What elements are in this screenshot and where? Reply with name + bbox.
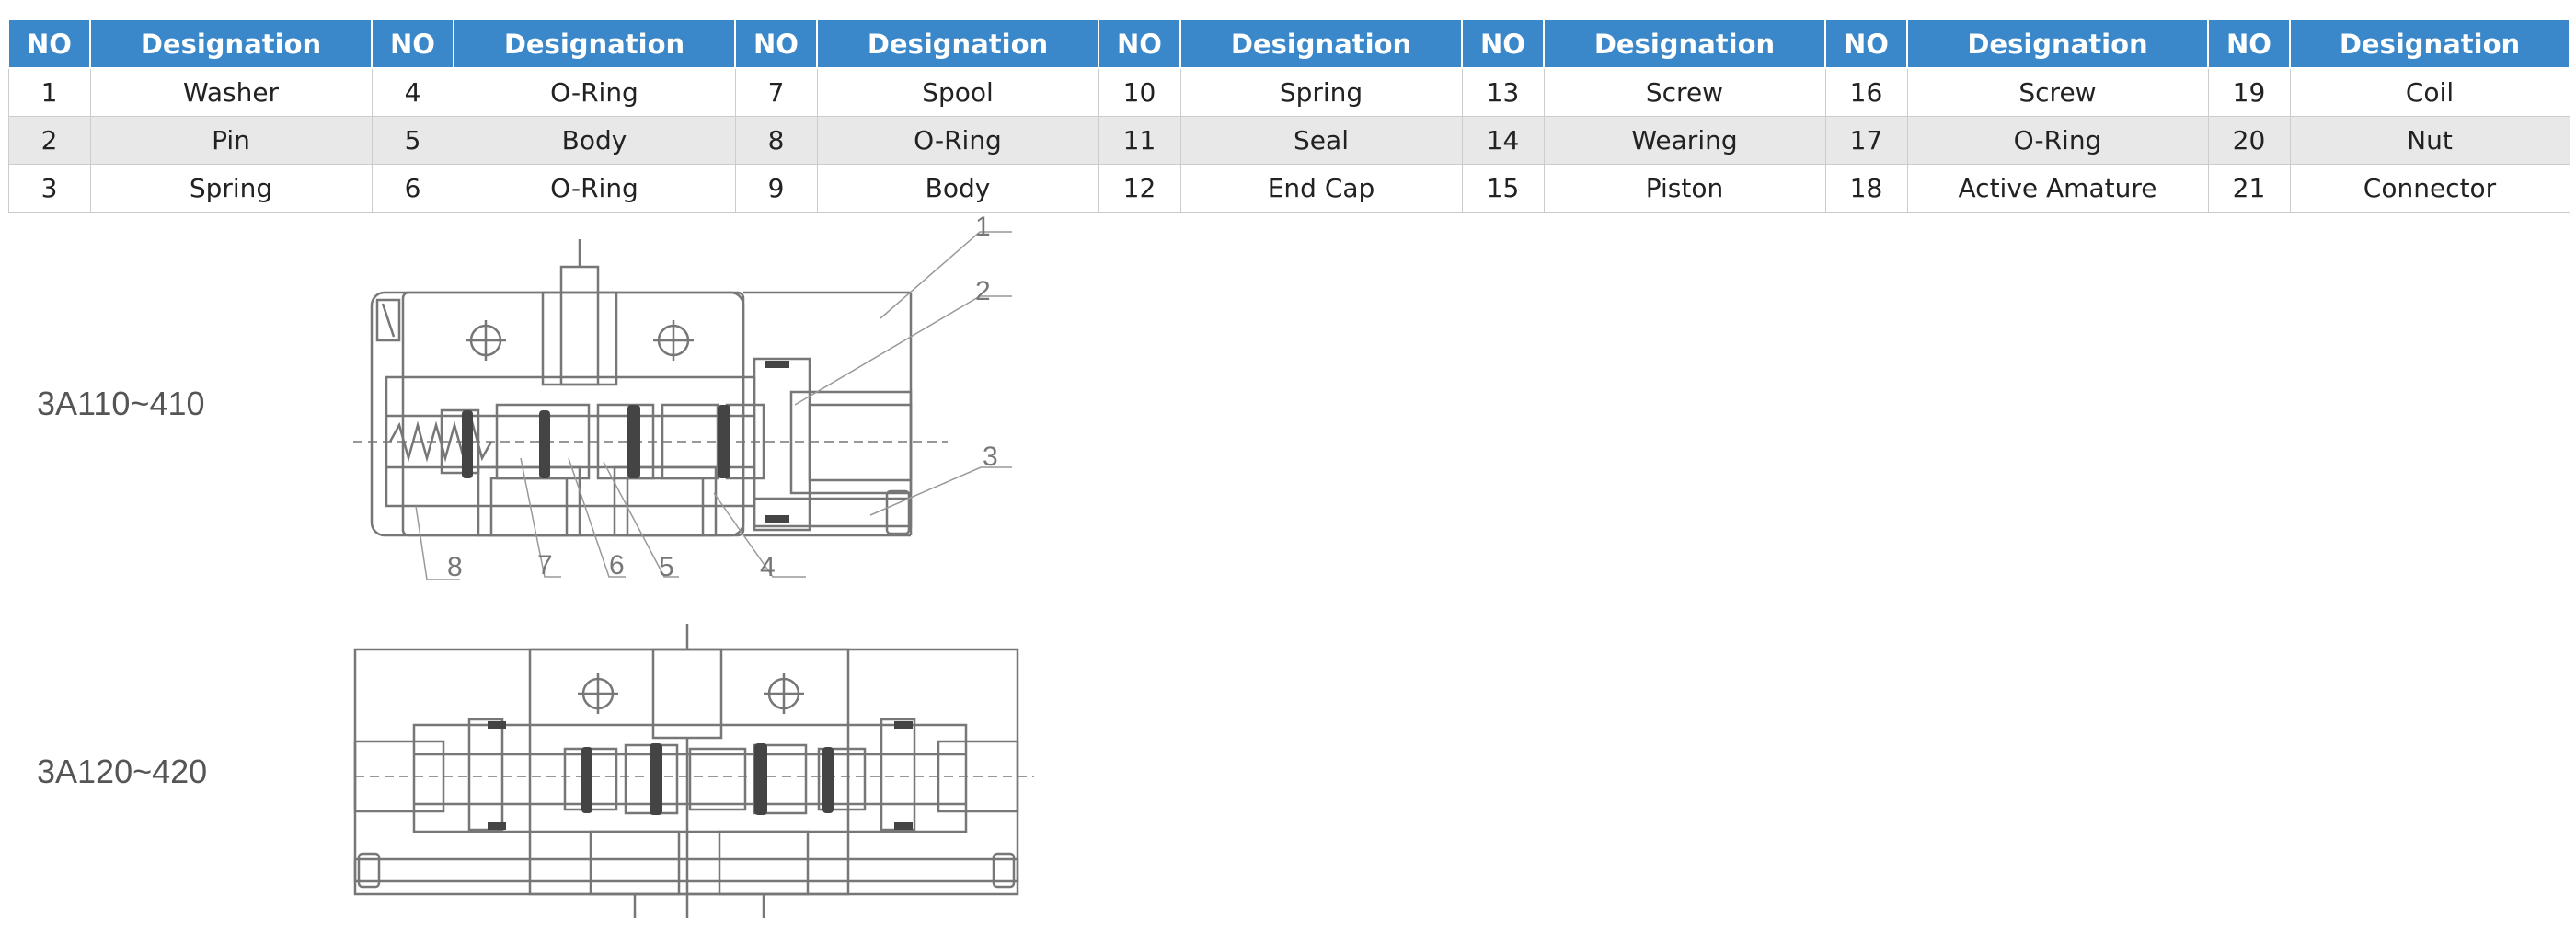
table-cell: Pin bbox=[89, 116, 373, 165]
table-cell: O-Ring bbox=[816, 116, 1099, 165]
table-cell: 8 bbox=[734, 116, 818, 165]
table-row: 3 Spring 6 O-Ring 9 Body 12 End Cap 15 P… bbox=[7, 164, 2570, 213]
table-cell: Spring bbox=[1179, 67, 1463, 117]
model-label-3a110: 3A110~410 bbox=[37, 385, 205, 422]
table-cell: Washer bbox=[89, 67, 373, 117]
table-cell: Piston bbox=[1543, 164, 1826, 213]
header-designation: Designation bbox=[89, 18, 373, 69]
valve-drawing-3a120 bbox=[353, 624, 1034, 918]
table-cell: Coil bbox=[2289, 67, 2570, 117]
table-cell: 9 bbox=[734, 164, 818, 213]
table-cell: 19 bbox=[2207, 67, 2291, 117]
header-no: NO bbox=[1098, 18, 1181, 69]
table-cell: 4 bbox=[371, 67, 454, 117]
table-cell: 11 bbox=[1098, 116, 1181, 165]
table-cell: 1 bbox=[7, 67, 91, 117]
callout-5: 5 bbox=[659, 552, 674, 580]
table-cell: 3 bbox=[7, 164, 91, 213]
table-row: 1 Washer 4 O-Ring 7 Spool 10 Spring 13 S… bbox=[7, 67, 2570, 117]
table-cell: 10 bbox=[1098, 67, 1181, 117]
parts-table: NO Designation NO Designation NO Designa… bbox=[7, 18, 2570, 213]
table-cell: 6 bbox=[371, 164, 454, 213]
table-cell: Nut bbox=[2289, 116, 2570, 165]
valve-drawing-3a110: 1 2 3 4 5 6 7 8 bbox=[353, 212, 1012, 580]
header-designation: Designation bbox=[1179, 18, 1463, 69]
header-designation: Designation bbox=[2289, 18, 2570, 69]
table-cell: Seal bbox=[1179, 116, 1463, 165]
callout-1: 1 bbox=[975, 212, 991, 242]
table-cell: 20 bbox=[2207, 116, 2291, 165]
table-cell: O-Ring bbox=[453, 164, 736, 213]
table-cell: O-Ring bbox=[1906, 116, 2209, 165]
callout-7: 7 bbox=[537, 550, 553, 580]
callout-8: 8 bbox=[447, 552, 463, 580]
table-cell: Screw bbox=[1906, 67, 2209, 117]
table-cell: Spring bbox=[89, 164, 373, 213]
header-no: NO bbox=[734, 18, 818, 69]
header-no: NO bbox=[371, 18, 454, 69]
table-cell: Body bbox=[453, 116, 736, 165]
table-cell: 2 bbox=[7, 116, 91, 165]
header-no: NO bbox=[7, 18, 91, 69]
callout-3: 3 bbox=[983, 442, 998, 472]
table-cell: O-Ring bbox=[453, 67, 736, 117]
table-cell: 18 bbox=[1824, 164, 1908, 213]
header-designation: Designation bbox=[1543, 18, 1826, 69]
table-cell: 16 bbox=[1824, 67, 1908, 117]
table-cell: 14 bbox=[1461, 116, 1545, 165]
table-cell: Wearing bbox=[1543, 116, 1826, 165]
table-row: 2 Pin 5 Body 8 O-Ring 11 Seal 14 Wearing… bbox=[7, 116, 2570, 165]
table-cell: Screw bbox=[1543, 67, 1826, 117]
table-cell: 15 bbox=[1461, 164, 1545, 213]
header-no: NO bbox=[1461, 18, 1545, 69]
header-designation: Designation bbox=[816, 18, 1099, 69]
table-cell: 21 bbox=[2207, 164, 2291, 213]
header-no: NO bbox=[2207, 18, 2291, 69]
callout-4: 4 bbox=[760, 552, 776, 580]
table-cell: Connector bbox=[2289, 164, 2570, 213]
table-cell: 17 bbox=[1824, 116, 1908, 165]
table-cell: Body bbox=[816, 164, 1099, 213]
table-header-row: NO Designation NO Designation NO Designa… bbox=[7, 18, 2570, 69]
table-cell: 5 bbox=[371, 116, 454, 165]
callout-2: 2 bbox=[975, 276, 991, 306]
callout-6: 6 bbox=[609, 550, 625, 580]
table-cell: 13 bbox=[1461, 67, 1545, 117]
table-cell: 12 bbox=[1098, 164, 1181, 213]
table-cell: Spool bbox=[816, 67, 1099, 117]
header-designation: Designation bbox=[1906, 18, 2209, 69]
header-designation: Designation bbox=[453, 18, 736, 69]
table-cell: 7 bbox=[734, 67, 818, 117]
table-cell: Active Amature bbox=[1906, 164, 2209, 213]
model-label-3a120: 3A120~420 bbox=[37, 753, 208, 790]
table-cell: End Cap bbox=[1179, 164, 1463, 213]
header-no: NO bbox=[1824, 18, 1908, 69]
